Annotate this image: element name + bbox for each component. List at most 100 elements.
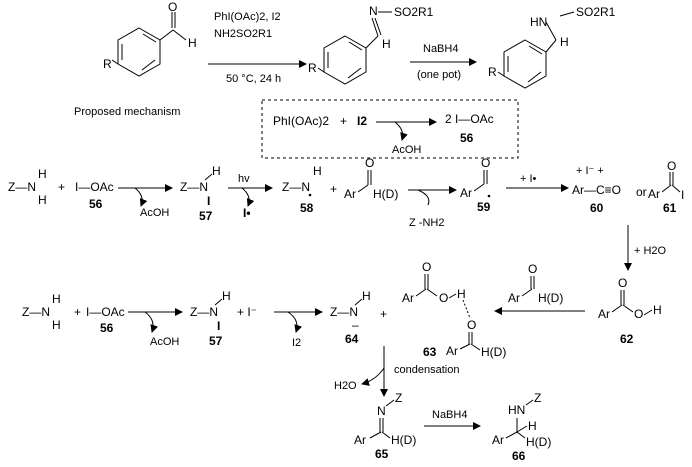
c61-number: 61 — [663, 201, 677, 215]
c65-ar: Ar — [354, 433, 366, 447]
condition-1-line-3: 50 °C, 24 h — [226, 73, 281, 85]
benzaldehyde-structure — [111, 12, 187, 77]
c57-zn: Z—N — [180, 180, 208, 194]
r2-c57-i: I — [217, 319, 220, 333]
r2-plus-iodide: + I⁻ — [237, 305, 257, 319]
condition-2-line-1: NaBH4 — [423, 43, 458, 55]
r2-ald-o: O — [528, 262, 537, 276]
r1-iradical-arrow — [241, 187, 255, 207]
r2-i2: I2 — [292, 337, 301, 349]
c66-z: Z — [534, 391, 541, 405]
condition-1-line-2: NH2SO2R1 — [214, 28, 272, 40]
c62-h: H — [653, 303, 662, 317]
r1-or: or — [636, 185, 647, 199]
c57-h: H — [212, 164, 221, 178]
imine-structure — [317, 11, 392, 85]
r2-ioac-number: 56 — [100, 321, 114, 335]
aldehyde-o-label: O — [168, 0, 177, 14]
c61-i: I — [681, 188, 684, 202]
box-byproduct-arrow — [394, 121, 408, 141]
r1-aldehyde-hd: H(D) — [373, 187, 398, 201]
c62-o2: O — [634, 307, 643, 321]
r1-plus-iradical: + I• — [520, 173, 537, 185]
r2-c57-h: H — [222, 289, 231, 303]
box-plus: + — [340, 114, 347, 128]
r1-aldehyde-ar: Ar — [344, 187, 356, 201]
amine-h-label: H — [560, 35, 569, 49]
c63-acid-h: H — [457, 287, 466, 301]
box-reactant-2: I2 — [357, 114, 367, 128]
c63-number: 63 — [423, 345, 437, 359]
imine-n-label: N — [369, 4, 378, 18]
c63-ald-o: O — [467, 318, 476, 332]
r2-amine-h-top: H — [52, 292, 61, 306]
r1-acoh-arrow — [134, 187, 148, 207]
c59-radical-dot — [487, 194, 491, 198]
condition-2-line-2: (one pot) — [417, 69, 461, 81]
c65-n: N — [377, 404, 386, 418]
r3-h2o-arrow — [361, 367, 385, 386]
box-product-number: 56 — [460, 131, 474, 145]
r2-acoh: AcOH — [150, 336, 179, 348]
r2-ioac: I—OAc — [86, 305, 125, 319]
c66-hd: H(D) — [526, 435, 551, 449]
r2-ald-ar: Ar — [508, 291, 520, 305]
aldehyde-h-label: H — [188, 36, 197, 50]
imine-h-label: H — [382, 37, 391, 51]
amine-r-label: R — [488, 65, 497, 79]
c60-acylium: Ar—C≡O — [572, 183, 621, 197]
c57-i: I — [207, 194, 210, 208]
r1-aldehyde-o: O — [365, 156, 374, 170]
box-reactant-1: PhI(OAc)2 — [273, 114, 329, 128]
r2-plus-3: + — [380, 307, 387, 321]
condition-1-line-1: PhI(OAc)2, I2 — [214, 11, 281, 23]
c61-o: O — [667, 159, 676, 173]
c62-o1: O — [618, 276, 627, 290]
imine-r-label: R — [308, 61, 317, 75]
c65-hd: H(D) — [391, 433, 416, 447]
c58-radical-dot — [308, 193, 312, 197]
r3-h2o: H2O — [334, 380, 357, 392]
c66-h: H — [528, 419, 537, 433]
c63-acid-o2: O — [439, 291, 448, 305]
r1-plus-2: + — [330, 182, 337, 196]
c65-number: 65 — [375, 447, 389, 461]
r2-acoh-arrow — [144, 311, 159, 333]
r3-nabh4: NaBH4 — [432, 409, 467, 421]
substituent-r-label: R — [103, 57, 112, 71]
r1-amine-h-bottom: H — [38, 193, 47, 207]
c66-hn: HN — [508, 403, 525, 417]
c57-nh-bond — [204, 173, 213, 181]
c58-number: 58 — [300, 201, 314, 215]
r3-condensation: condensation — [394, 364, 459, 376]
r2-amine-zn: Z—N — [22, 305, 50, 319]
r1-znh2-arrow — [417, 189, 430, 206]
r1-aldehyde-bond — [357, 184, 369, 193]
r2-ald-hd: H(D) — [538, 291, 563, 305]
c63-ar: Ar — [446, 344, 458, 358]
reagent-box — [261, 99, 519, 159]
r1-ioac: I—OAc — [75, 180, 114, 194]
c59-ar: Ar — [460, 186, 472, 200]
r2-amine-h-bottom: H — [52, 318, 61, 332]
c60-number: 60 — [590, 201, 604, 215]
c63-hd: H(D) — [481, 345, 506, 359]
r2-i2-arrow — [287, 311, 303, 333]
box-byproduct: AcOH — [392, 144, 421, 156]
r2-plus-1: + — [74, 305, 81, 319]
c62-number: 62 — [620, 332, 634, 346]
c61-ar: Ar — [648, 187, 660, 201]
amine-structure — [497, 11, 575, 89]
box-product: 2 I—OAc — [445, 112, 494, 126]
c59-number: 59 — [477, 200, 491, 214]
mechanism-label: Proposed mechanism — [74, 106, 180, 118]
imine-sulfonyl-label: SO2R1 — [394, 5, 434, 19]
c60-ions: + I⁻ + — [576, 165, 604, 177]
c58-h: H — [313, 164, 322, 178]
r1-znh2: Z -NH2 — [409, 217, 444, 229]
r2-c57-number: 57 — [209, 334, 223, 348]
c62-ar: Ar — [598, 307, 610, 321]
c59-o: O — [481, 156, 490, 170]
c64-zn: Z—N — [330, 305, 358, 319]
